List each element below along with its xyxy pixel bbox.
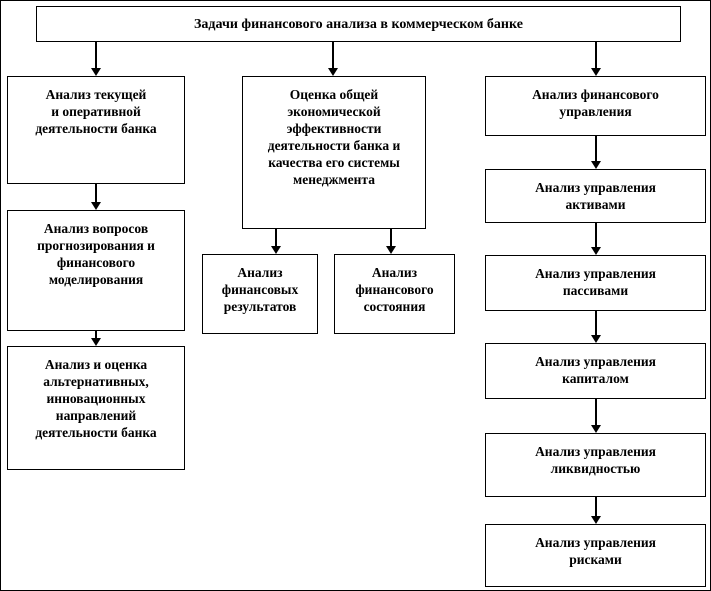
arrow-head xyxy=(591,68,601,76)
arrow-title-to-middle-column xyxy=(327,42,339,76)
arrow-shaft xyxy=(275,229,277,246)
box-diagram-title: Задачи финансового анализа в коммерческо… xyxy=(36,6,681,42)
arrow-shaft xyxy=(95,184,97,202)
box-financial-management-analysis: Анализ финансового управления xyxy=(485,76,706,136)
arrow-shaft xyxy=(595,399,597,425)
arrow-left-1-to-2 xyxy=(90,184,102,210)
arrow-head xyxy=(271,246,281,254)
arrow-head xyxy=(591,516,601,524)
box-forecasting-modeling: Анализ вопросов прогнозирования и финанс… xyxy=(7,210,185,331)
arrow-head xyxy=(591,161,601,169)
arrow-title-to-right-column xyxy=(590,42,602,76)
arrow-title-to-left-column xyxy=(90,42,102,76)
arrow-shaft xyxy=(332,42,334,68)
arrow-head xyxy=(328,68,338,76)
arrow-middle-to-financial-results xyxy=(270,229,282,254)
box-capital-management-analysis: Анализ управления капиталом xyxy=(485,343,706,399)
arrow-head xyxy=(386,246,396,254)
arrow-middle-to-financial-state xyxy=(385,229,397,254)
arrow-shaft xyxy=(95,331,97,338)
box-alternative-innovative-directions: Анализ и оценка альтернативных, инноваци… xyxy=(7,346,185,470)
arrow-shaft xyxy=(595,42,597,68)
box-liquidity-management-analysis: Анализ управления ликвидностью xyxy=(485,433,706,497)
arrow-shaft xyxy=(595,497,597,516)
box-current-operational-activity: Анализ текущей и оперативной деятельност… xyxy=(7,76,185,184)
arrow-head xyxy=(91,68,101,76)
box-overall-efficiency-assessment: Оценка общей экономической эффективности… xyxy=(242,76,426,229)
arrow-head xyxy=(91,338,101,346)
arrow-shaft xyxy=(595,311,597,335)
arrow-right-5-to-6 xyxy=(590,497,602,524)
arrow-head xyxy=(591,247,601,255)
arrow-head xyxy=(591,425,601,433)
arrow-right-3-to-4 xyxy=(590,311,602,343)
arrow-shaft xyxy=(595,223,597,247)
arrow-right-1-to-2 xyxy=(590,136,602,169)
arrow-head xyxy=(91,202,101,210)
arrow-head xyxy=(591,335,601,343)
arrow-right-4-to-5 xyxy=(590,399,602,433)
box-risk-management-analysis: Анализ управления рисками xyxy=(485,524,706,587)
arrow-right-2-to-3 xyxy=(590,223,602,255)
arrow-left-2-to-3 xyxy=(90,331,102,346)
arrow-shaft xyxy=(390,229,392,246)
arrow-shaft xyxy=(595,136,597,161)
box-asset-management-analysis: Анализ управления активами xyxy=(485,169,706,223)
box-financial-state-analysis: Анализ финансового состояния xyxy=(334,254,455,334)
box-financial-results-analysis: Анализ финансовых результатов xyxy=(202,254,318,334)
box-liability-management-analysis: Анализ управления пассивами xyxy=(485,255,706,311)
arrow-shaft xyxy=(95,42,97,68)
